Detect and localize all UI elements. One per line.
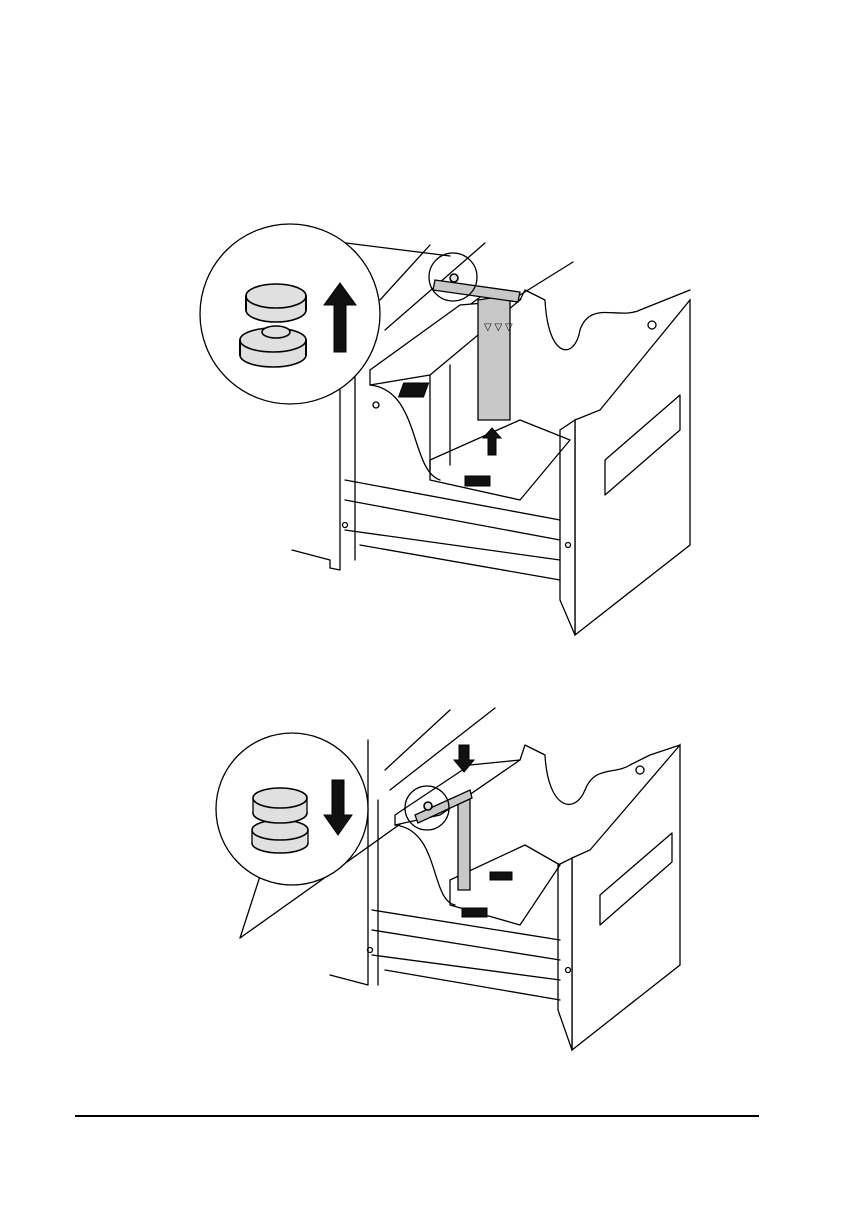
arrow-up-icon [481,427,503,456]
figure-1-knob-callout [199,223,381,405]
figure-1-tray-illustration: ▽ ▽ ▽ [289,235,691,637]
figure-2-knob-callout [215,732,369,886]
paper-guide-plate [477,294,511,421]
svg-text:▽ ▽ ▽: ▽ ▽ ▽ [484,322,513,333]
arrow-down-icon [452,744,476,773]
arrow-down-icon [323,779,353,836]
paper-guide-plate [457,794,471,891]
arrow-up-icon [323,282,357,353]
footer-rule [75,1115,759,1117]
